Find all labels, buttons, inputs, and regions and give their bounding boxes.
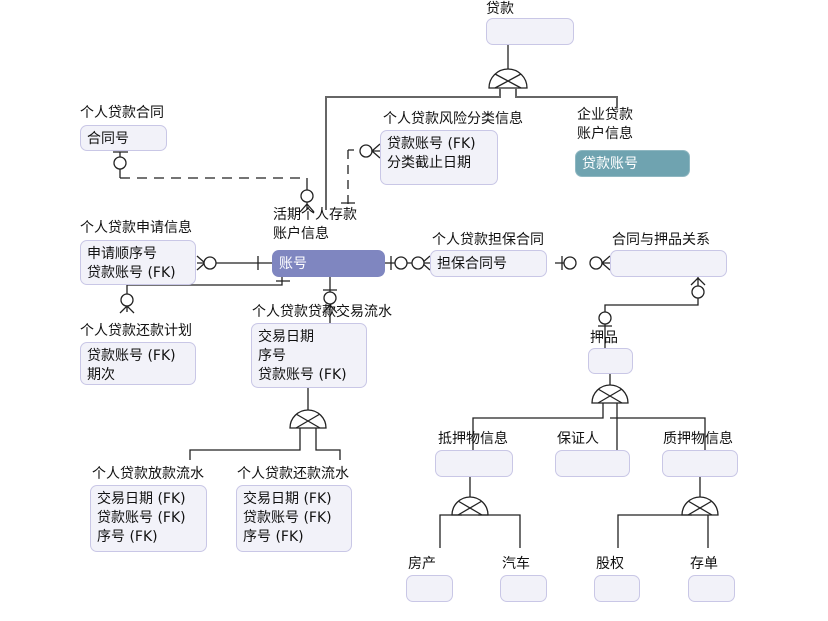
entity-title: 存单 <box>690 556 718 572</box>
entity-title: 汽车 <box>502 556 530 572</box>
attribute-field: 交易日期 (FK) <box>243 491 332 507</box>
attribute-field: 账号 <box>279 256 307 272</box>
entity-attribute-box[interactable] <box>662 450 738 477</box>
entity-attribute-box[interactable]: 账号 <box>272 250 385 277</box>
category-symbol-pledge <box>617 477 719 548</box>
attribute-field: 合同号 <box>87 131 129 147</box>
attribute-field: 贷款账号 (FK) <box>87 265 176 281</box>
entity-attribute-box[interactable]: 贷款账号 (FK) 分类截止日期 <box>380 130 498 185</box>
rel-account-plan <box>119 276 290 314</box>
line-loan-to-personal <box>325 88 501 210</box>
entity-attribute-box[interactable] <box>435 450 513 477</box>
entity-title: 个人贷款还款计划 <box>80 323 192 339</box>
entity-title: 个人贷款放款流水 <box>92 466 204 482</box>
attribute-field: 申请顺序号 <box>87 246 157 262</box>
attribute-field: 贷款账号 (FK) <box>97 510 186 526</box>
entity-title: 质押物信息 <box>663 431 733 447</box>
attribute-field: 贷款账号 (FK) <box>243 510 332 526</box>
attribute-field: 贷款账号 (FK) <box>387 136 476 152</box>
attribute-field: 贷款账号 <box>582 156 638 172</box>
entity-title: 房产 <box>408 556 436 572</box>
entity-attribute-box[interactable]: 担保合同号 <box>430 250 547 277</box>
entity-title: 活期个人存款 账户信息 <box>273 207 357 242</box>
entity-title: 股权 <box>596 556 624 572</box>
entity-attribute-box[interactable] <box>555 450 630 477</box>
entity-title: 个人贷款还款流水 <box>237 466 349 482</box>
entity-attribute-box[interactable] <box>610 250 727 277</box>
entity-title: 企业贷款 账户信息 <box>577 107 633 142</box>
rel-contract-account <box>113 151 315 213</box>
category-symbol-loan <box>488 45 528 89</box>
rel-relation-collateral <box>598 277 706 348</box>
attribute-field: 序号 <box>258 348 286 364</box>
category-symbol-collateral <box>472 374 706 450</box>
entity-attribute-box[interactable] <box>486 18 574 45</box>
entity-attribute-box[interactable] <box>688 575 735 602</box>
attribute-field: 分类截止日期 <box>387 155 471 171</box>
entity-attribute-box[interactable]: 贷款账号 (FK) 期次 <box>80 342 196 385</box>
entity-attribute-box[interactable] <box>594 575 640 602</box>
attribute-field: 担保合同号 <box>437 256 507 272</box>
entity-title: 抵押物信息 <box>438 431 508 447</box>
entity-title: 个人贷款担保合同 <box>432 232 544 248</box>
entity-attribute-box[interactable] <box>500 575 547 602</box>
attribute-field: 序号 (FK) <box>243 529 304 545</box>
rel-account-guarantee <box>385 255 431 271</box>
attribute-field: 期次 <box>87 367 115 383</box>
entity-attribute-box[interactable]: 交易日期 (FK) 贷款账号 (FK) 序号 (FK) <box>236 485 352 552</box>
entity-attribute-box[interactable]: 交易日期 (FK) 贷款账号 (FK) 序号 (FK) <box>90 485 207 552</box>
attribute-field: 贷款账号 (FK) <box>258 367 347 383</box>
attribute-field: 贷款账号 (FK) <box>87 348 176 364</box>
rel-account-transaction <box>322 276 338 323</box>
rel-apply-account <box>196 255 272 271</box>
entity-title: 押品 <box>590 330 618 346</box>
category-symbol-transaction <box>189 388 341 460</box>
entity-attribute-box[interactable] <box>406 575 453 602</box>
rel-risk-account <box>341 143 381 205</box>
line-loan-to-enterprise <box>515 88 618 108</box>
entity-attribute-box[interactable] <box>588 348 633 374</box>
entity-title: 合同与押品关系 <box>612 232 710 248</box>
entity-title: 个人贷款合同 <box>80 105 164 121</box>
entity-title: 贷款 <box>486 1 514 17</box>
rel-guarantee-collateral <box>555 255 611 271</box>
entity-attribute-box[interactable]: 交易日期序号贷款账号 (FK) <box>251 323 367 388</box>
entity-attribute-box[interactable]: 合同号 <box>80 125 167 151</box>
entity-title: 保证人 <box>557 431 599 447</box>
entity-title: 个人贷款贷款交易流水 <box>252 304 392 320</box>
attribute-field: 交易日期 <box>258 329 314 345</box>
entity-title: 个人贷款风险分类信息 <box>383 111 523 127</box>
entity-attribute-box[interactable]: 申请顺序号贷款账号 (FK) <box>80 240 196 285</box>
entity-title: 个人贷款申请信息 <box>80 220 192 236</box>
attribute-field: 序号 (FK) <box>97 529 158 545</box>
entity-attribute-box[interactable]: 贷款账号 <box>575 150 690 177</box>
attribute-field: 交易日期 (FK) <box>97 491 186 507</box>
category-symbol-mortgage <box>439 477 521 548</box>
